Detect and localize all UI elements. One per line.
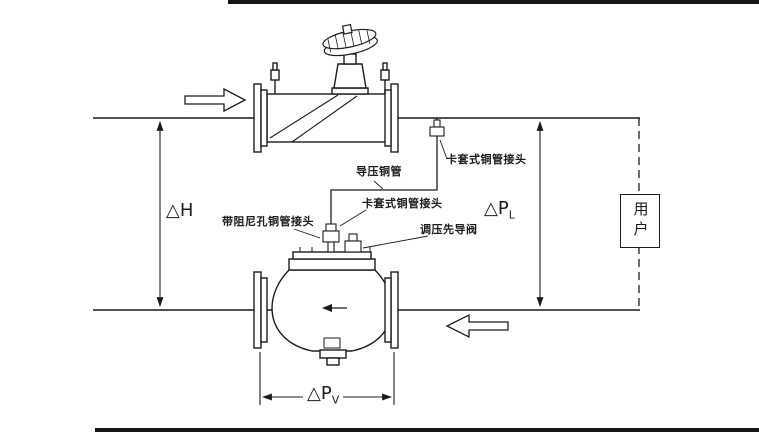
test-port-left-icon xyxy=(270,62,280,94)
label-pilot-valve: 调压先导阀 xyxy=(420,223,478,236)
dim-label-delta-h: △H xyxy=(166,200,194,221)
return-flow-arrow-icon xyxy=(445,313,509,339)
control-valve xyxy=(253,247,399,366)
test-port-right-icon xyxy=(380,62,390,94)
dim-pv-main: △P xyxy=(307,383,332,404)
handwheel-icon xyxy=(322,23,378,57)
supply-flow-arrow-icon xyxy=(184,87,247,113)
label-ferrule-fitting-top: 卡套式铜管接头 xyxy=(446,153,527,166)
label-damping-fitting: 带阻尼孔铜管接头 xyxy=(222,215,314,228)
label-impulse-tube: 导压铜管 xyxy=(356,165,402,178)
user-box-label: 用户 xyxy=(631,201,650,241)
user-box: 用户 xyxy=(620,194,660,248)
damping-fitting xyxy=(322,223,340,253)
pilot-valve xyxy=(344,233,362,253)
impulse-copper-tube xyxy=(330,118,438,226)
ferrule-fitting-top xyxy=(429,119,445,137)
label-ferrule-fitting-mid: 卡套式铜管接头 xyxy=(362,197,443,210)
scan-artifact-top xyxy=(228,0,759,4)
dim-pl-sub: L xyxy=(508,208,515,222)
dim-label-delta-pl: △PL xyxy=(484,200,515,221)
dim-pl-main: △P xyxy=(484,198,509,219)
scan-artifact-bottom xyxy=(95,428,759,432)
internal-flow-arrow-icon xyxy=(322,304,347,312)
dim-pv-sub: V xyxy=(331,393,340,407)
balancing-valve xyxy=(253,53,399,153)
dim-label-delta-pv: △PV xyxy=(303,383,344,407)
label-leader-lines xyxy=(293,139,448,249)
